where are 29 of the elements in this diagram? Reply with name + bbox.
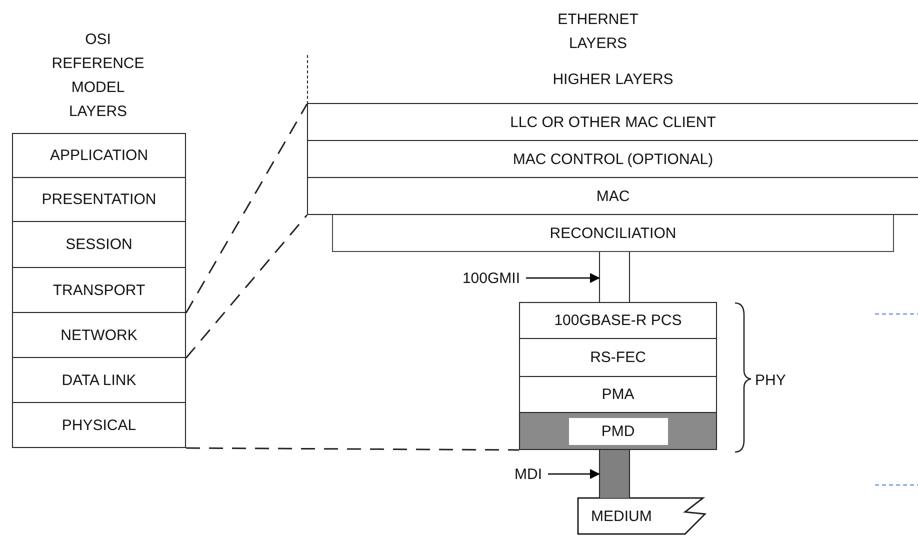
interface-label: MDI — [514, 466, 542, 482]
bracket-label: PHY — [755, 371, 787, 391]
layer-name-panel: PMD — [568, 418, 668, 444]
leader-arrow — [526, 273, 600, 283]
layer-box: PHYSICAL — [12, 403, 186, 448]
column-heading: OSI REFERENCE MODEL LAYERS — [50, 30, 146, 122]
layer-box: 100GBASE-R PCS — [519, 302, 717, 339]
layer-box: PRESENTATION — [12, 178, 186, 222]
layer-box — [519, 413, 717, 450]
mapping-line — [186, 447, 519, 451]
layer-band: HIGHER LAYERS — [307, 55, 918, 104]
layer-box: APPLICATION — [12, 133, 186, 178]
mapping-line — [185, 104, 308, 314]
leader-arrow — [548, 469, 600, 479]
mapping-line — [185, 214, 308, 358]
interface-label: 100GMII — [462, 270, 520, 286]
interface-connector-bar — [599, 450, 630, 498]
layer-box: TRANSPORT — [12, 268, 186, 313]
layer-box: DATA LINK — [12, 358, 186, 403]
medium-shape: MEDIUM — [577, 497, 707, 535]
column-heading: ETHERNET LAYERS — [556, 10, 640, 54]
layer-box: RS-FEC — [519, 339, 717, 377]
layer-box: NETWORK — [12, 313, 186, 358]
layer-box: MAC — [307, 178, 918, 215]
layer-box: RECONCILIATION — [332, 215, 894, 252]
layer-box: MAC CONTROL (OPTIONAL) — [307, 141, 918, 178]
layer-box: SESSION — [12, 222, 186, 268]
layer-box: LLC OR OTHER MAC CLIENT — [307, 104, 918, 141]
interface-bus — [599, 252, 630, 302]
